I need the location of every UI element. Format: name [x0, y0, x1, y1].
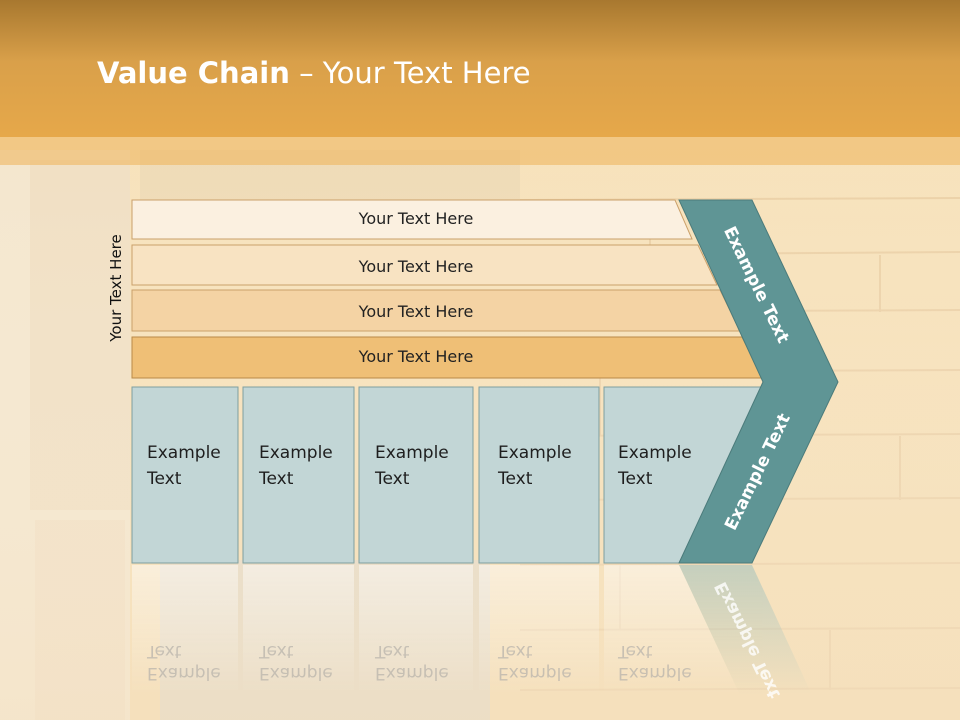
title-bar	[0, 0, 960, 137]
cell-reflection-1: Example Text	[147, 640, 221, 684]
row-bar-2	[131, 244, 718, 286]
chevron-shape	[678, 199, 839, 564]
cell-label-2-line1: Example	[259, 443, 333, 463]
cell-reflection-4-line2: Text	[498, 641, 533, 661]
cell-box-4	[478, 386, 600, 564]
cell-box-3	[358, 386, 474, 564]
slide-title: Value Chain – Your Text Here	[97, 56, 531, 90]
cell-reflection-4: Example Text	[498, 640, 572, 684]
reflection	[132, 565, 812, 695]
cell-label-1-line1: Example	[147, 443, 221, 463]
cell-reflection-5: Example Text	[618, 640, 692, 684]
cell-label-4-line1: Example	[498, 443, 572, 463]
cell-reflection-3-line1: Example	[375, 663, 449, 683]
row-label-3: Your Text Here	[358, 302, 474, 321]
cell-reflection-2-line1: Example	[259, 663, 333, 683]
cell-label-5-line2: Text	[618, 469, 653, 489]
cell-label-2-line2: Text	[259, 469, 294, 489]
cell-reflection-4-line1: Example	[498, 663, 572, 683]
cell-label-1: Example Text	[147, 440, 221, 492]
cell-label-3: Example Text	[375, 440, 449, 492]
cell-label-5-line1: Example	[618, 443, 692, 463]
cell-reflection-5-line1: Example	[618, 663, 692, 683]
cell-label-4-line2: Text	[498, 469, 533, 489]
cell-reflection-1-line1: Example	[147, 663, 221, 683]
cell-label-3-line2: Text	[375, 469, 410, 489]
row-label-1: Your Text Here	[358, 209, 474, 228]
cell-reflection-3-line2: Text	[375, 641, 410, 661]
cell-box-1	[131, 386, 239, 564]
cell-label-3-line1: Example	[375, 443, 449, 463]
cell-reflection-2: Example Text	[259, 640, 333, 684]
cell-label-2: Example Text	[259, 440, 333, 492]
cell-label-1-line2: Text	[147, 469, 182, 489]
cell-label-5: Example Text	[618, 440, 692, 492]
cell-reflection-5-line2: Text	[618, 641, 653, 661]
row-bar-1	[131, 199, 693, 240]
cell-label-4: Example Text	[498, 440, 572, 492]
cell-box-2	[242, 386, 355, 564]
row-label-4: Your Text Here	[358, 347, 474, 366]
slide-title-bold: Value Chain	[97, 56, 290, 90]
slide-title-rest: – Your Text Here	[289, 56, 531, 90]
cell-reflection-3: Example Text	[375, 640, 449, 684]
cell-reflection-1-line2: Text	[147, 641, 182, 661]
title-strip	[0, 137, 960, 165]
cell-reflection-2-line2: Text	[259, 641, 294, 661]
row-label-2: Your Text Here	[358, 257, 474, 276]
